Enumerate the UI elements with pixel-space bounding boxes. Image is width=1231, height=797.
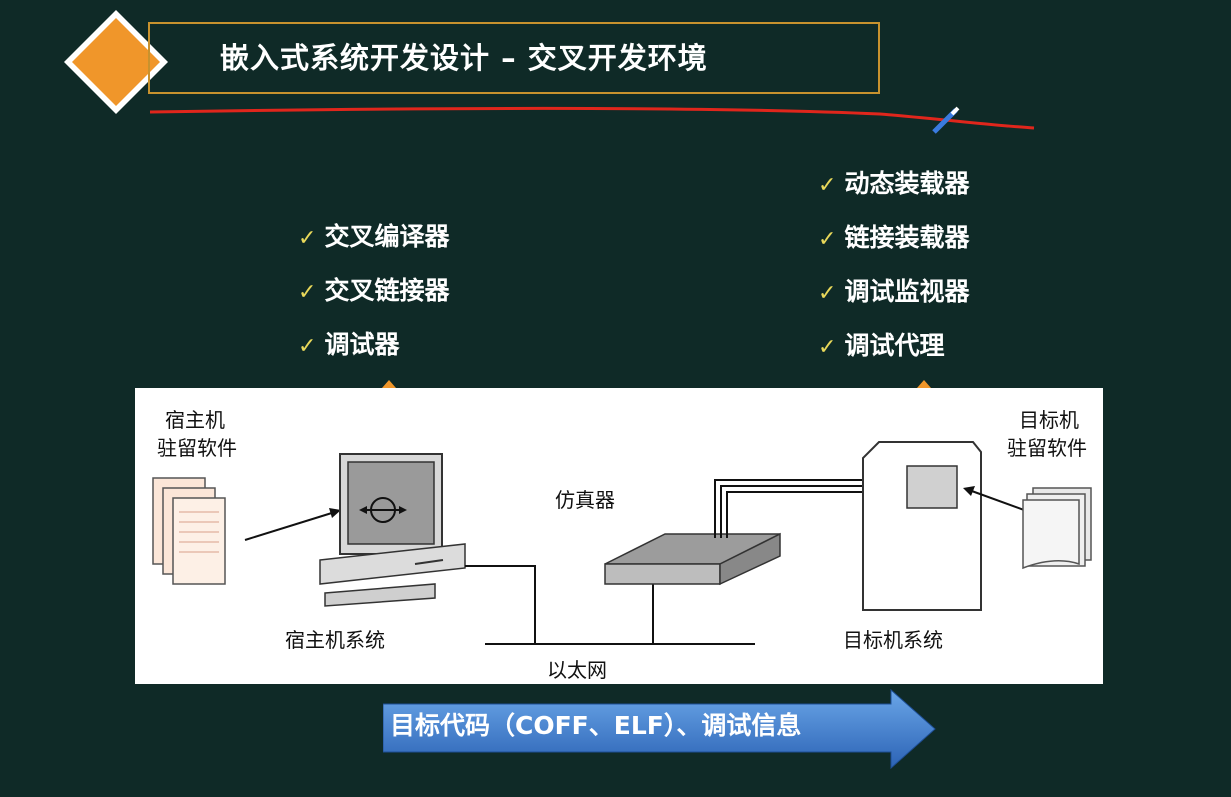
target-system-icon bbox=[862, 441, 982, 611]
host-system-label: 宿主机系统 bbox=[285, 628, 385, 652]
host-tools-list: ✓ 交叉编译器 ✓ 交叉链接器 ✓ 调试器 bbox=[298, 210, 449, 372]
target-software-label-2: 驻留软件 bbox=[1007, 436, 1087, 460]
check-icon: ✓ bbox=[818, 173, 837, 198]
list-item: ✓ 交叉编译器 bbox=[298, 210, 449, 264]
host-software-label-2: 驻留软件 bbox=[157, 436, 237, 460]
target-tool-label: 链接装载器 bbox=[844, 223, 970, 252]
red-underline-annotation bbox=[149, 107, 1035, 130]
title-frame bbox=[148, 22, 880, 94]
host-tool-label: 交叉链接器 bbox=[324, 276, 450, 305]
pen-icon bbox=[932, 106, 960, 134]
host-software-documents-icon bbox=[152, 477, 226, 585]
title-diamond-icon bbox=[64, 10, 168, 114]
check-icon: ✓ bbox=[298, 280, 317, 305]
check-icon: ✓ bbox=[818, 335, 837, 360]
target-software-documents-icon bbox=[1022, 487, 1092, 570]
target-tool-label: 动态装载器 bbox=[844, 169, 970, 198]
diagram-drawing bbox=[152, 441, 1092, 645]
check-icon: ✓ bbox=[298, 334, 317, 359]
target-tool-label: 调试代理 bbox=[844, 331, 945, 360]
check-icon: ✓ bbox=[818, 281, 837, 306]
list-item: ✓ 调试监视器 bbox=[818, 265, 969, 319]
host-tool-label: 交叉编译器 bbox=[324, 222, 450, 251]
emulator-label: 仿真器 bbox=[555, 488, 615, 512]
check-icon: ✓ bbox=[818, 227, 837, 252]
target-software-label: 目标机 bbox=[1019, 408, 1079, 432]
list-item: ✓ 调试器 bbox=[298, 318, 449, 372]
list-item: ✓ 动态装载器 bbox=[818, 157, 969, 211]
ethernet-label: 以太网 bbox=[547, 658, 607, 682]
cross-dev-diagram: 宿主机 驻留软件 宿主机系统 仿真器 以太网 目标机系统 目标机 驻留软件 bbox=[135, 388, 1103, 684]
target-tool-label: 调试监视器 bbox=[844, 277, 970, 306]
data-flow-arrow bbox=[383, 688, 936, 770]
emulator-icon bbox=[604, 532, 781, 586]
list-item: ✓ 交叉链接器 bbox=[298, 264, 449, 318]
list-item: ✓ 调试代理 bbox=[818, 319, 969, 373]
list-item: ✓ 链接装载器 bbox=[818, 211, 969, 265]
target-system-label: 目标机系统 bbox=[843, 628, 943, 652]
check-icon: ✓ bbox=[298, 226, 317, 251]
target-tools-list: ✓ 动态装载器 ✓ 链接装载器 ✓ 调试监视器 ✓ 调试代理 bbox=[818, 157, 969, 373]
host-software-label: 宿主机 bbox=[165, 408, 225, 432]
host-tool-label: 调试器 bbox=[324, 330, 400, 359]
slide-title: 嵌入式系统开发设计 – 交叉开发环境 bbox=[220, 41, 708, 75]
data-flow-label: 目标代码（COFF、ELF）、调试信息 bbox=[390, 711, 802, 740]
annotation-layer bbox=[149, 106, 1035, 134]
host-computer-icon bbox=[319, 453, 466, 607]
